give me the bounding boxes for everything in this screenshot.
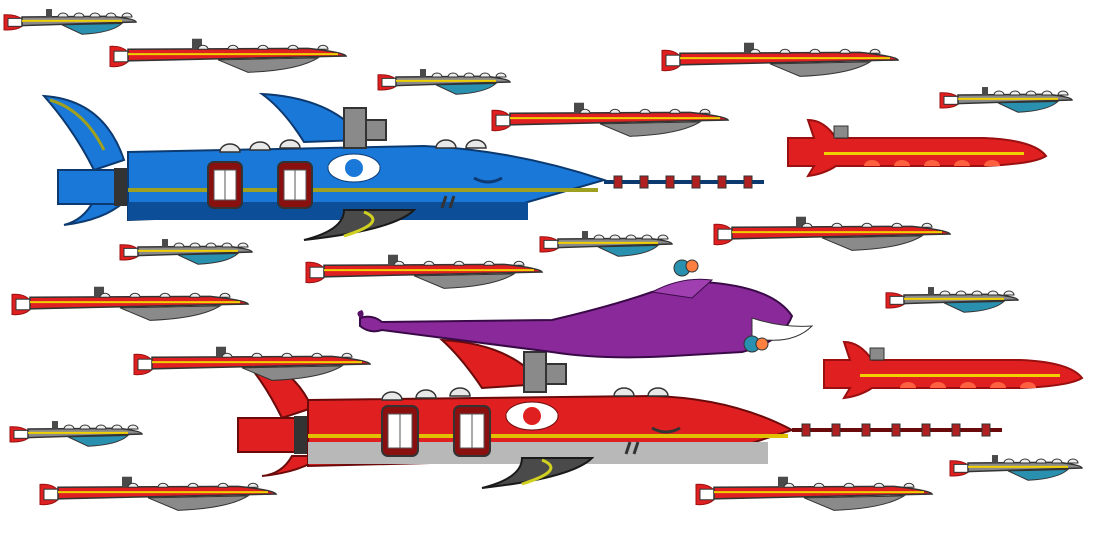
red-escort-ship [38, 470, 278, 518]
gray-escort-ship [884, 282, 1020, 318]
blue-flagship [41, 90, 774, 250]
red-escort-ship [10, 280, 250, 328]
gray-escort-ship [118, 234, 254, 270]
gray-escort-ship [948, 450, 1084, 486]
red-escort-ship [712, 210, 952, 258]
hatch-icon [381, 405, 491, 457]
gray-escort-ship [8, 416, 144, 452]
purple-creature-ship [352, 256, 822, 366]
red-escort-ship [490, 96, 730, 144]
gray-escort-ship [538, 226, 674, 262]
gray-escort-ship [2, 4, 138, 40]
hatch-icon [207, 161, 313, 209]
red-escort-ship [694, 470, 934, 518]
bullet-escort-ship [820, 334, 1084, 400]
red-escort-ship [660, 36, 900, 84]
eggman-emblem-icon [505, 401, 559, 431]
bullet-escort-ship [784, 112, 1048, 178]
red-escort-ship [132, 340, 372, 388]
red-escort-ship [304, 248, 544, 296]
gray-escort-ship [376, 64, 512, 100]
gray-escort-ship [938, 82, 1074, 118]
eggman-emblem-icon [327, 153, 381, 183]
red-escort-ship [108, 32, 348, 80]
